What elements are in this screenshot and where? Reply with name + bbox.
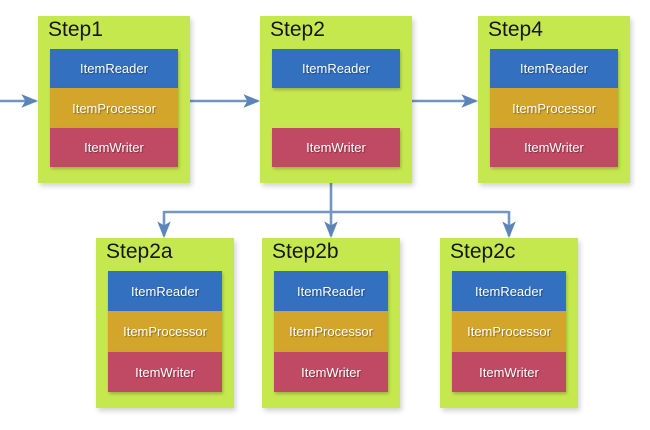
component-writer-step1[interactable]: ItemWriter xyxy=(50,128,178,167)
step-title-step2: Step2 xyxy=(270,18,325,41)
component-reader-step2c[interactable]: ItemReader xyxy=(452,271,566,311)
component-reader-step2a[interactable]: ItemReader xyxy=(108,271,222,311)
step-title-step2c: Step2c xyxy=(450,240,516,263)
component-writer-step2b[interactable]: ItemWriter xyxy=(274,352,388,392)
component-writer-step2c[interactable]: ItemWriter xyxy=(452,352,566,392)
step-title-step2b: Step2b xyxy=(272,240,339,263)
component-writer-step2a[interactable]: ItemWriter xyxy=(108,352,222,392)
step-title-step2a: Step2a xyxy=(106,240,173,263)
step-title-step4: Step4 xyxy=(488,18,543,41)
component-reader-step2b[interactable]: ItemReader xyxy=(274,271,388,311)
step-title-step1: Step1 xyxy=(48,18,103,41)
component-processor-step2c[interactable]: ItemProcessor xyxy=(452,311,566,352)
component-reader-step1[interactable]: ItemReader xyxy=(50,49,178,88)
component-processor-step2b[interactable]: ItemProcessor xyxy=(274,311,388,352)
component-reader-step2[interactable]: ItemReader xyxy=(272,49,400,88)
component-processor-step1[interactable]: ItemProcessor xyxy=(50,88,178,128)
component-reader-step4[interactable]: ItemReader xyxy=(490,49,618,88)
component-processor-step4[interactable]: ItemProcessor xyxy=(490,88,618,128)
component-processor-step2a[interactable]: ItemProcessor xyxy=(108,311,222,352)
component-writer-step2[interactable]: ItemWriter xyxy=(272,128,400,167)
component-writer-step4[interactable]: ItemWriter xyxy=(490,128,618,167)
